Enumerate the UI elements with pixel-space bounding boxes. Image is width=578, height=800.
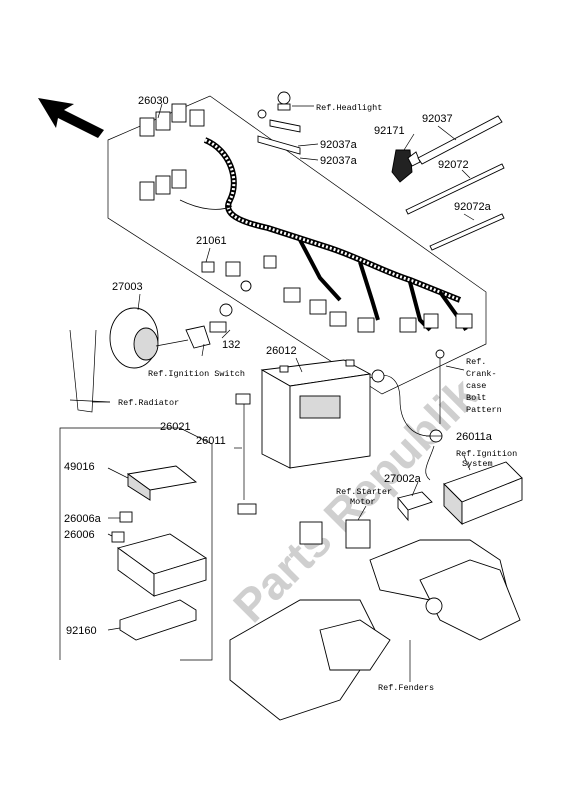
label-92072a: 92072a <box>454 201 492 213</box>
label-92037: 92037 <box>422 113 453 125</box>
front-direction-arrow-icon <box>38 98 104 138</box>
label-26012: 26012 <box>266 345 297 357</box>
label-26011a: 26011a <box>456 431 493 443</box>
svg-text:Ref.Starter: Ref.Starter <box>336 487 392 497</box>
svg-text:case: case <box>466 381 486 391</box>
headlight-relay-parts <box>257 91 301 155</box>
svg-text:Ref.Ignition: Ref.Ignition <box>456 449 517 459</box>
label-27003: 27003 <box>112 281 143 293</box>
fuses <box>111 511 133 543</box>
label-21061: 21061 <box>196 235 227 247</box>
ref-ignition-switch: Ref.Ignition Switch <box>148 369 245 379</box>
label-27002a: 27002a <box>384 473 422 485</box>
svg-text:Crank-: Crank- <box>466 369 497 379</box>
wiring-harness-frame <box>107 95 487 395</box>
ref-crankcase: Ref. Crank- case Bolt Pattern <box>466 357 502 415</box>
label-49016: 49016 <box>64 461 95 473</box>
label-92072: 92072 <box>438 159 469 171</box>
ref-radiator: Ref.Radiator <box>118 398 179 408</box>
svg-text:System: System <box>462 459 493 469</box>
wiring-harness <box>139 103 473 333</box>
horn <box>69 307 211 413</box>
label-92160: 92160 <box>66 625 97 637</box>
label-26006a: 26006a <box>64 513 102 525</box>
clamp-and-bands <box>391 115 505 251</box>
label-26030: 26030 <box>138 95 169 107</box>
starter-relay <box>299 519 371 549</box>
battery <box>260 359 372 469</box>
battery-cables <box>235 349 445 515</box>
leader-lines <box>92 103 475 682</box>
svg-text:Bolt: Bolt <box>466 393 486 403</box>
ref-ignition-system: Ref.Ignition System <box>456 449 517 469</box>
label-26021: 26021 <box>160 421 191 433</box>
svg-text:Motor: Motor <box>350 497 376 507</box>
ref-headlight: Ref.Headlight <box>316 103 382 113</box>
svg-text:Ref.: Ref. <box>466 357 486 367</box>
ignition-switch-parts <box>209 303 233 333</box>
left-parts-frame <box>59 427 213 661</box>
frame-and-fenders <box>229 539 521 721</box>
label-92037a-1: 92037a <box>320 139 358 151</box>
label-92037a-2: 92037a <box>320 155 358 167</box>
label-132: 132 <box>222 339 240 351</box>
svg-text:Pattern: Pattern <box>466 405 502 415</box>
relay-27002a <box>397 491 433 522</box>
ignition-unit <box>443 461 523 526</box>
band-92160 <box>119 599 197 641</box>
ref-starter-motor: Ref.Starter Motor <box>336 487 392 507</box>
cover-49016 <box>126 465 198 501</box>
label-92171: 92171 <box>374 125 405 137</box>
ref-fenders: Ref.Fenders <box>378 683 434 693</box>
label-26011: 26011 <box>196 435 226 447</box>
label-26006: 26006 <box>64 529 95 541</box>
fuse-box <box>116 533 208 597</box>
